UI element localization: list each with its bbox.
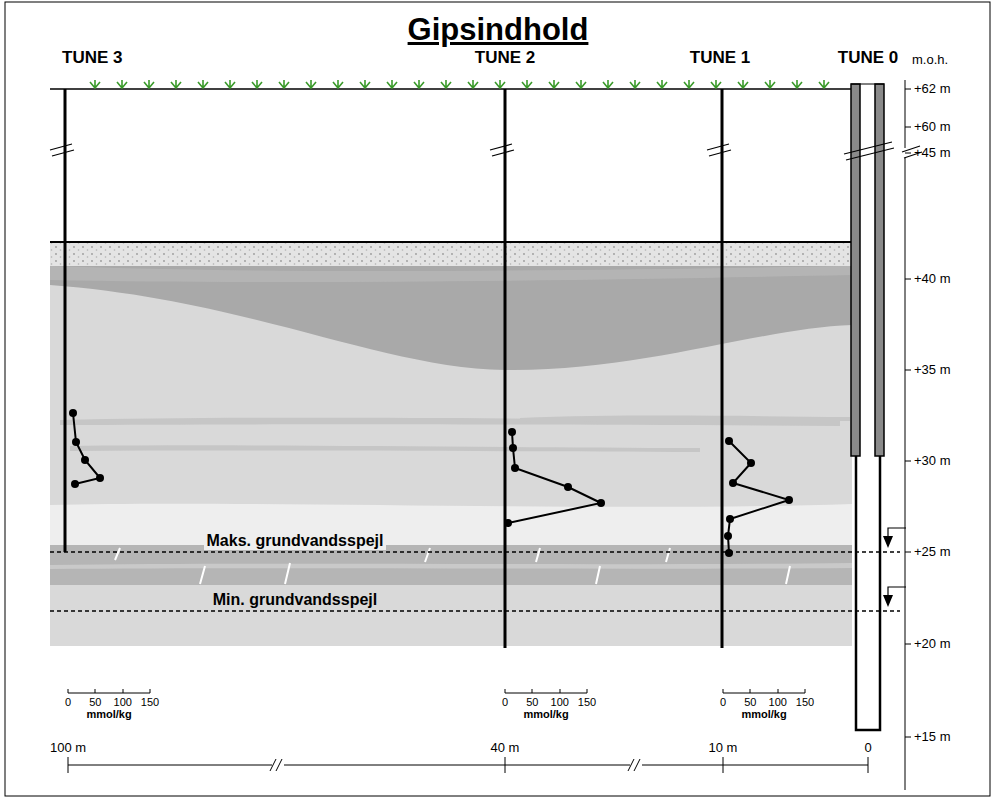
grass-mark (765, 80, 775, 88)
axis-tick-label: 50 (526, 696, 538, 708)
diagram-title: Gipsindhold (408, 13, 589, 47)
grass-mark (792, 80, 802, 88)
well-name: TUNE 3 (62, 49, 122, 68)
grass-mark (414, 80, 424, 88)
axis-tick-label: 150 (578, 696, 596, 708)
grass-mark (225, 80, 235, 88)
grass-mark (306, 80, 316, 88)
axis-unit: mmol/kg (86, 708, 131, 720)
distance-label: 10 m (709, 741, 738, 755)
water-level-label: Min. grundvandsspejl (210, 591, 380, 609)
axis-tick-label: 150 (141, 696, 159, 708)
axis-unit: m.o.h. (912, 53, 948, 67)
grass-mark (738, 80, 748, 88)
grass-mark (522, 80, 532, 88)
grass-mark (684, 80, 694, 88)
grass-mark (198, 80, 208, 88)
distance-label: 40 m (491, 741, 520, 755)
axis-tick-label: 100 (114, 696, 132, 708)
axis-tick-label: 100 (551, 696, 569, 708)
grass-mark (711, 80, 721, 88)
well-name: TUNE 0 (838, 49, 898, 68)
grass-mark (117, 80, 127, 88)
grass-mark (549, 80, 559, 88)
grass-mark (657, 80, 667, 88)
axis-tick-label: 100 (769, 696, 787, 708)
grass-mark (171, 80, 181, 88)
elevation-label: +40 m (914, 272, 951, 286)
elevation-label: +25 m (914, 545, 951, 559)
axis-unit: mmol/kg (741, 708, 786, 720)
axis-tick-label: 50 (744, 696, 756, 708)
distance-label: 0 (864, 741, 871, 755)
elevation-label: +35 m (914, 363, 951, 377)
grass-mark (279, 80, 289, 88)
elevation-label: +62 m (914, 82, 951, 96)
grass-mark (387, 80, 397, 88)
elevation-label: +60 m (914, 120, 951, 134)
grass-mark (495, 80, 505, 88)
water-level-label: Maks. grundvandsspejl (204, 532, 387, 550)
grass-mark (468, 80, 478, 88)
grass-mark (630, 80, 640, 88)
axis-tick-label: 0 (502, 696, 508, 708)
well-name: TUNE 1 (690, 49, 750, 68)
axis-unit: mmol/kg (523, 708, 568, 720)
axis-tick-label: 0 (65, 696, 71, 708)
elevation-label: +45 m (914, 146, 951, 160)
grass-mark (144, 80, 154, 88)
grass-mark (603, 80, 613, 88)
grass-mark (576, 80, 586, 88)
grass-mark (90, 80, 100, 88)
grass-mark (441, 80, 451, 88)
axis-tick-label: 50 (89, 696, 101, 708)
axis-tick-label: 0 (720, 696, 726, 708)
grass-mark (333, 80, 343, 88)
elevation-label: +15 m (914, 730, 951, 744)
elevation-label: +30 m (914, 454, 951, 468)
grass-mark (819, 80, 829, 88)
axis-tick-label: 150 (796, 696, 814, 708)
grass-mark (360, 80, 370, 88)
well-name: TUNE 2 (475, 49, 535, 68)
distance-label: 100 m (50, 741, 86, 755)
grass-mark (252, 80, 262, 88)
elevation-label: +20 m (914, 637, 951, 651)
